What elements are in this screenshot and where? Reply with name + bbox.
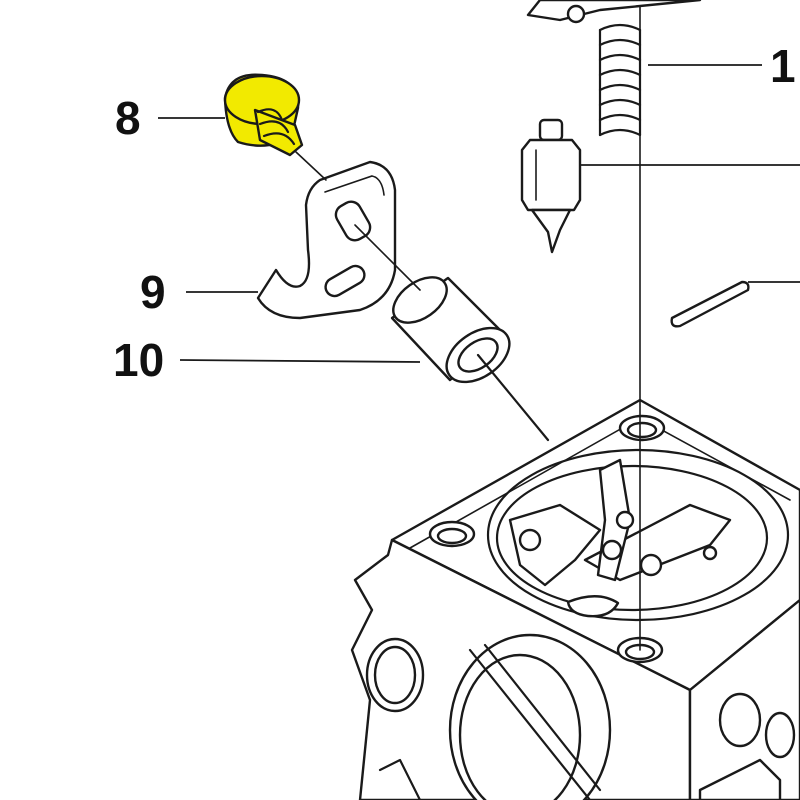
pin <box>670 280 750 328</box>
screw-part-8 <box>223 73 304 157</box>
guide-line-lever-to-bushing <box>354 224 421 291</box>
carburetor-body <box>350 398 800 800</box>
callout-label-1x: 1 <box>770 40 796 92</box>
bushing-part-10 <box>390 276 511 384</box>
leader-part-10 <box>179 359 421 363</box>
callout-label-8: 8 <box>115 92 141 144</box>
lever-part-9 <box>256 160 397 320</box>
inlet-needle <box>520 118 582 254</box>
guide-line-screw-to-lever <box>295 151 327 181</box>
callout-label-10: 10 <box>113 334 164 386</box>
callout-label-9: 9 <box>140 266 166 318</box>
guide-line-bushing-to-body <box>476 353 550 442</box>
spring <box>526 0 702 137</box>
